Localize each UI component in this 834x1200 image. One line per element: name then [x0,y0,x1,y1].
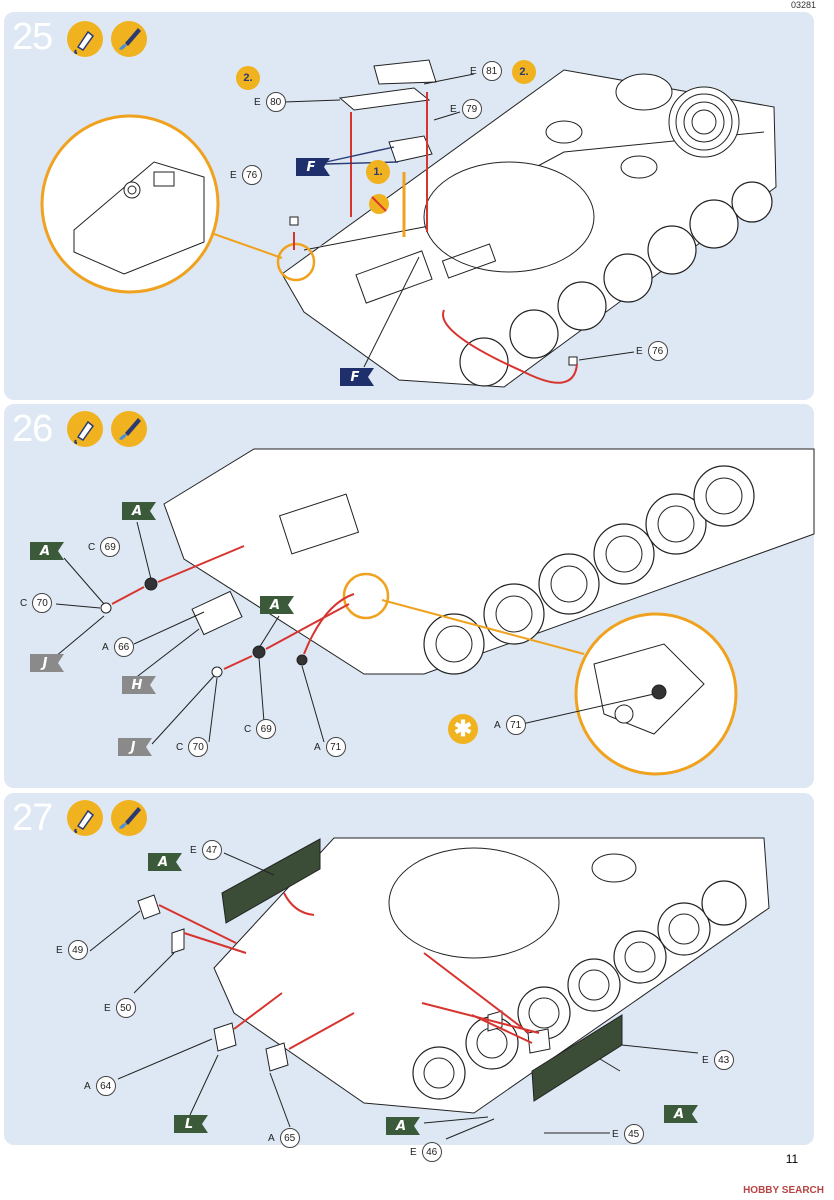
watermark: HOBBY SEARCH [743,1185,824,1196]
glue-icon [66,410,104,448]
decal-flag: A [260,596,294,614]
step-26-panel: 26 [4,404,815,788]
decal-flag: L [174,1115,208,1133]
step-26-tank-drawing [48,448,815,776]
paint-brush-icon [110,799,148,837]
decal-flag: A [386,1117,420,1135]
glue-icon [66,20,104,58]
paint-brush-icon [110,20,148,58]
document-number: 03281 [790,0,816,10]
decal-flag: A [122,502,156,520]
step-25-panel: 25 [4,12,814,400]
decal-flag: A [664,1105,698,1123]
asterisk-icon: ✱ [448,714,478,744]
step-number: 26 [12,408,53,450]
step-27-tank-drawing [89,837,770,1140]
decal-flag: J [118,738,152,756]
paint-brush-icon [110,410,148,448]
order-marker: 1. [366,160,390,184]
decal-flag: H [122,676,156,694]
decal-flag: J [30,654,64,672]
decal-flag: A [30,542,64,560]
step-27-panel: 27 [4,793,814,1162]
order-marker: 2. [236,66,260,90]
step-25-tank-drawing [40,59,777,388]
decal-flag: A [148,853,182,871]
step-number: 25 [12,16,53,58]
order-marker: 2. [512,60,536,84]
page-number: 11 [772,1148,812,1170]
glue-icon [66,799,104,837]
decal-flag: F [340,368,374,386]
step-number: 27 [12,797,53,839]
decal-flag: F [296,158,330,176]
